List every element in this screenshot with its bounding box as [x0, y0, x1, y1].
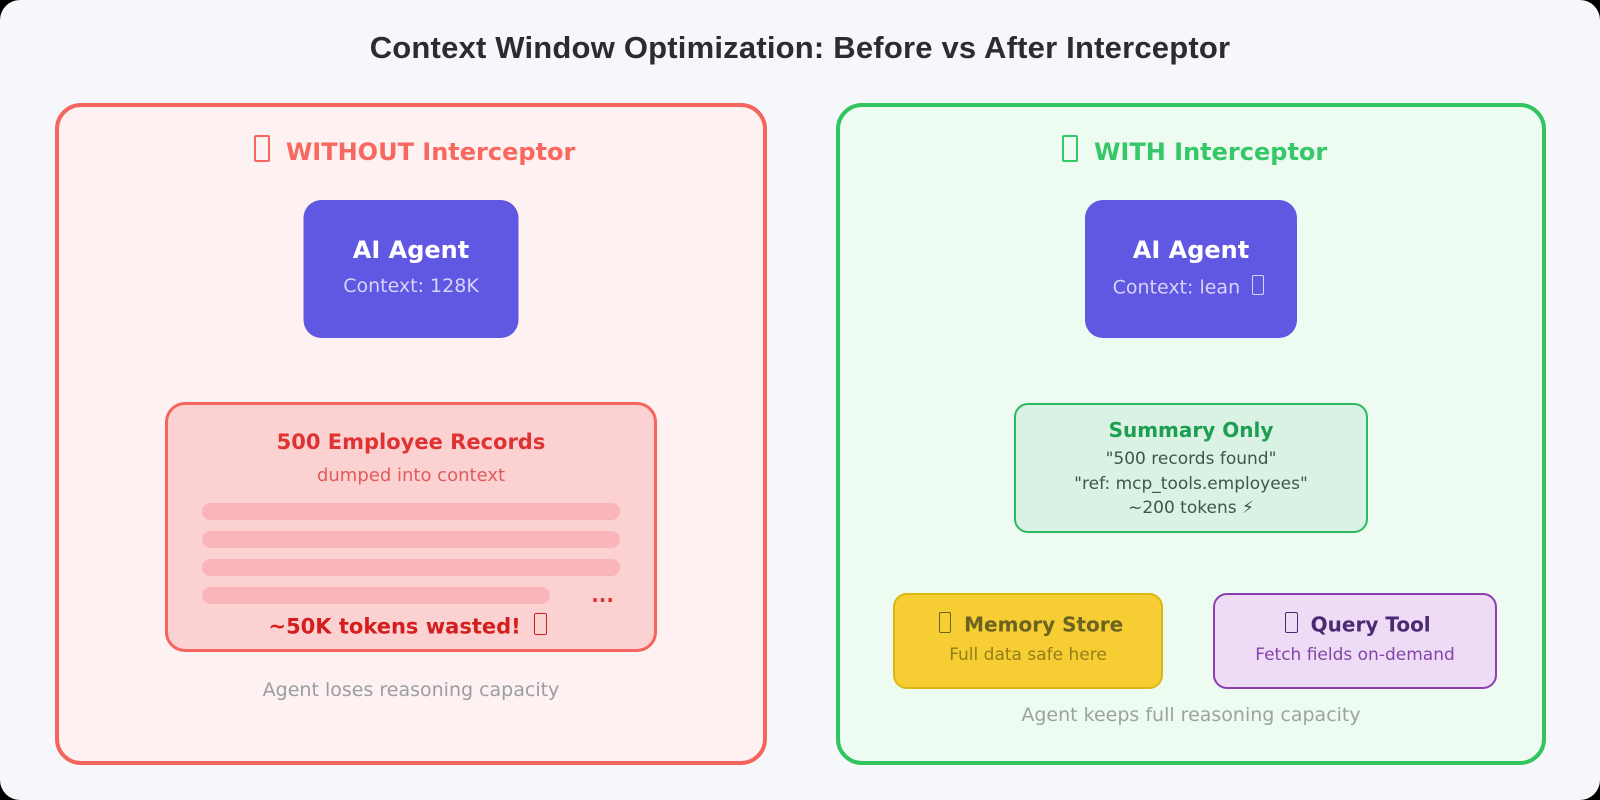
tokens-wasted-label: ~50K tokens wasted! [268, 614, 521, 639]
ai-agent-context-label: Context: lean [1112, 276, 1241, 299]
summary-lines: "500 records found" "ref: mcp_tools.empl… [1016, 447, 1366, 521]
tokens-wasted-warning: ~50K tokens wasted! [168, 613, 654, 638]
missing-emoji-box-icon [1285, 612, 1298, 633]
with-panel-caption: Agent keeps full reasoning capacity [1021, 704, 1361, 726]
memory-store-node: Memory Store Full data safe here [893, 593, 1163, 689]
ai-agent-name: AI Agent [352, 236, 470, 264]
record-bar [202, 503, 620, 520]
query-tool-title: Query Tool [1215, 612, 1495, 636]
ai-agent-context: Context: 128K [343, 275, 479, 297]
summary-line: "500 records found" [1105, 449, 1277, 469]
with-interceptor-panel: WITH Interceptor AI Agent Context: lean … [836, 103, 1546, 765]
employee-records-node: 500 Employee Records dumped into context… [165, 402, 657, 652]
summary-line: "ref: mcp_tools.employees" [1074, 473, 1308, 494]
with-panel-header-label: WITH Interceptor [1093, 137, 1328, 166]
missing-emoji-box-icon [938, 612, 952, 633]
ai-agent-node: AI Agent Context: 128K [303, 200, 519, 338]
record-bar-short [202, 587, 550, 604]
summary-only-node: Summary Only "500 records found" "ref: m… [1014, 403, 1368, 533]
missing-emoji-box-icon [253, 135, 271, 162]
ai-agent-context: Context: lean [1085, 275, 1297, 299]
missing-emoji-box-icon [1061, 135, 1079, 162]
summary-title: Summary Only [1108, 418, 1274, 442]
record-bar [202, 531, 620, 548]
record-bar-row: ... [202, 583, 620, 607]
missing-emoji-box-icon [1251, 275, 1264, 296]
missing-emoji-box-icon [534, 613, 548, 635]
memory-store-label: Memory Store [964, 612, 1124, 637]
more-records-ellipsis: ... [591, 583, 614, 607]
memory-store-title: Memory Store [895, 612, 1161, 636]
record-bar [202, 559, 620, 576]
query-tool-label: Query Tool [1310, 612, 1431, 637]
with-panel-header: WITH Interceptor [840, 135, 1542, 166]
summary-line: ~200 tokens ⚡ [1128, 498, 1254, 518]
without-panel-header-label: WITHOUT Interceptor [285, 137, 576, 166]
record-rows: ... [202, 503, 620, 607]
memory-store-subtitle: Full data safe here [949, 645, 1107, 666]
query-tool-node: Query Tool Fetch fields on-demand [1213, 593, 1497, 689]
without-panel-caption: Agent loses reasoning capacity [262, 679, 560, 701]
records-subtitle: dumped into context [316, 465, 506, 486]
diagram-title: Context Window Optimization: Before vs A… [369, 30, 1231, 65]
without-interceptor-panel: WITHOUT Interceptor AI Agent Context: 12… [55, 103, 767, 765]
ai-agent-node: AI Agent Context: lean [1085, 200, 1297, 338]
records-title: 500 Employee Records [276, 430, 546, 454]
without-panel-header: WITHOUT Interceptor [59, 135, 763, 166]
query-tool-subtitle: Fetch fields on-demand [1255, 645, 1455, 666]
ai-agent-name: AI Agent [1132, 236, 1250, 264]
